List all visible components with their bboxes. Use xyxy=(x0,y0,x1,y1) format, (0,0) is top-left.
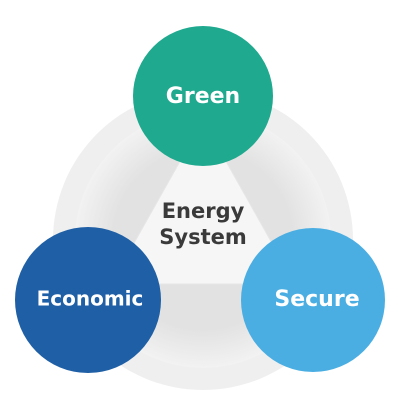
economic-circle xyxy=(15,227,161,373)
economic-label: Economic xyxy=(37,287,144,311)
secure-label: Secure xyxy=(274,287,359,312)
secure-circle xyxy=(241,228,385,372)
green-label: Green xyxy=(166,84,240,109)
green-circle xyxy=(133,26,273,166)
center-label-line2: System xyxy=(159,225,246,249)
center-label-line1: Energy xyxy=(162,199,245,223)
